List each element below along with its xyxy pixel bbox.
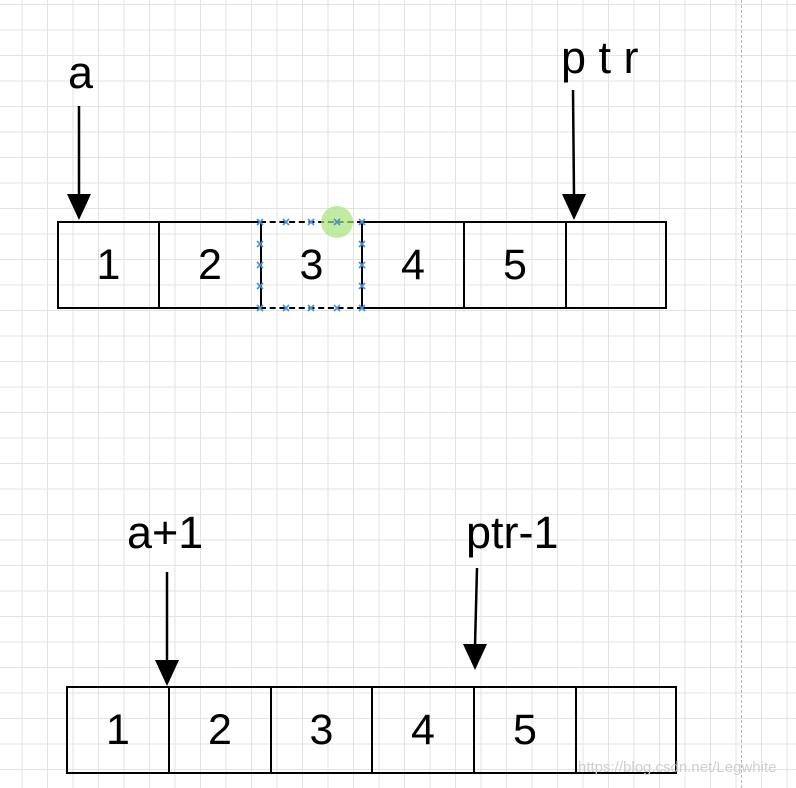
arrowhead-ptr-minus-1 [463, 644, 487, 670]
pointer-label-ptr[interactable]: p t r [561, 32, 639, 83]
pointer-label-ptr-minus-1[interactable]: ptr-1 [466, 507, 559, 558]
arrowhead-a [67, 194, 91, 220]
top-array-cell-5[interactable] [565, 221, 667, 309]
canvas-page-boundary [741, 0, 742, 788]
watermark: https://blog.csdn.net/Legwhite [578, 759, 777, 776]
selection-handles[interactable] [256, 218, 366, 312]
pointer-label-a[interactable]: a [68, 47, 94, 98]
arrowhead-a-plus-1 [155, 660, 179, 686]
arrow-ptr-minus-1[interactable] [473, 567, 479, 647]
arrow-ptr[interactable] [571, 89, 576, 197]
bottom-array-cell-5[interactable] [575, 686, 677, 774]
arrowhead-ptr [562, 194, 586, 220]
pointer-label-a-plus-1[interactable]: a+1 [127, 507, 204, 558]
